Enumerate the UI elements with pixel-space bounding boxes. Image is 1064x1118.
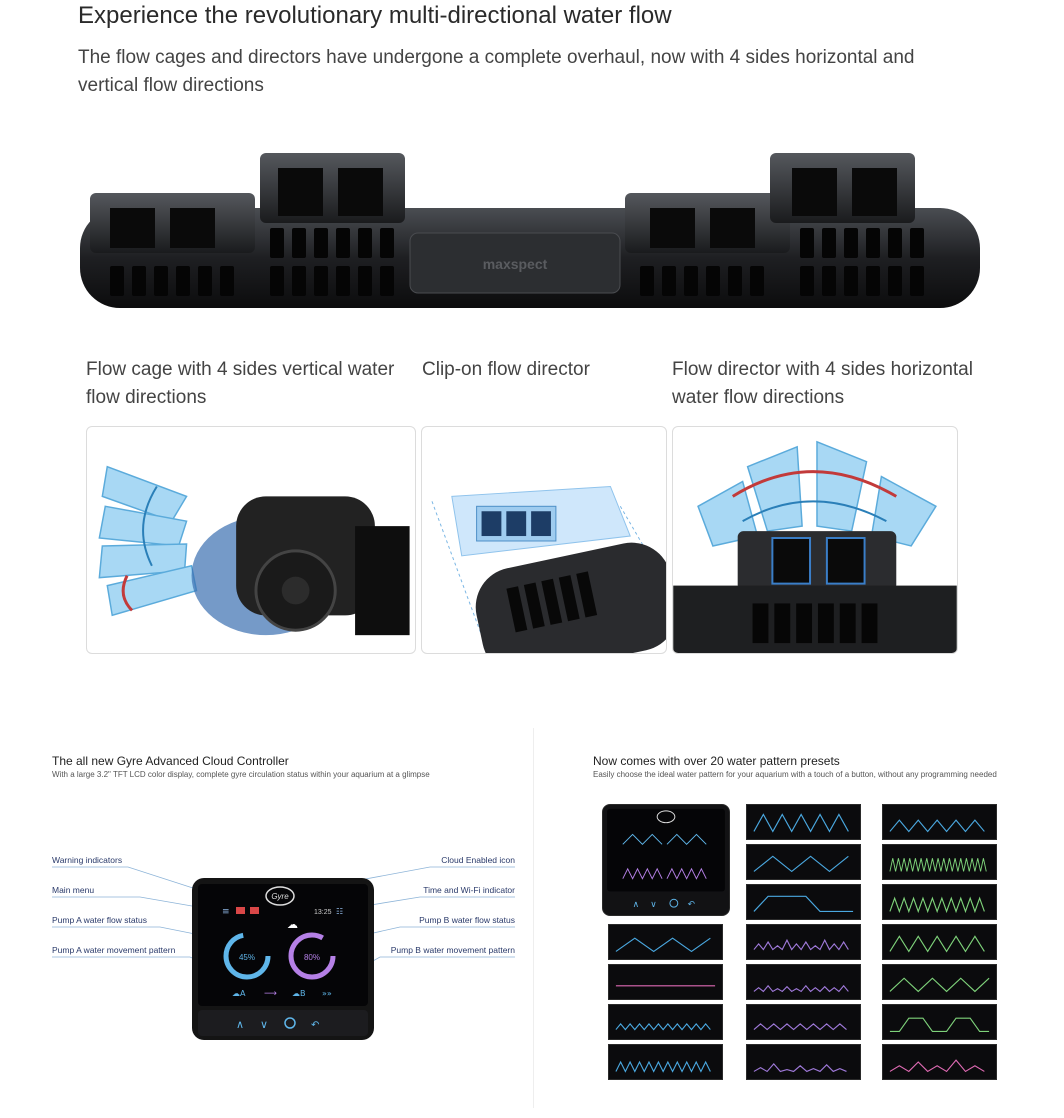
wifi-icon: ☷ [336, 907, 343, 916]
callout-warning-indicators: Warning indicators [52, 855, 123, 865]
cloud-icon: ☁ [287, 918, 298, 931]
callout-pump-b-pattern: Pump B water movement pattern [390, 945, 515, 955]
pattern-tile[interactable] [608, 1044, 723, 1080]
callout-time-wifi: Time and Wi-Fi indicator [423, 885, 515, 895]
callout-main-menu: Main menu [52, 885, 95, 895]
pattern-tile[interactable] [882, 844, 997, 880]
pump-b-percent: 80% [304, 953, 320, 962]
down-button[interactable]: ∨ [260, 1018, 268, 1031]
hero-title: Experience the revolutionary multi-direc… [78, 2, 672, 29]
svg-text:∧: ∧ [633, 900, 639, 910]
callout-pump-a-flow: Pump A water flow status [52, 915, 147, 925]
pattern-tile[interactable] [882, 884, 997, 920]
pattern-tile[interactable] [882, 924, 997, 960]
screen-time: 13:25 [314, 909, 332, 916]
pump-a-pattern-icon: ☁A [232, 989, 246, 998]
pattern-tile[interactable] [746, 804, 861, 840]
menu-icon[interactable]: ≡ [222, 907, 230, 917]
callout-pump-b-flow: Pump B water flow status [419, 915, 515, 925]
pattern-tile[interactable] [746, 924, 861, 960]
pattern-chevrons-icon: »» [322, 989, 332, 998]
pattern-tile[interactable] [882, 1004, 997, 1040]
pattern-tile[interactable] [746, 1004, 861, 1040]
pattern-tile[interactable] [608, 964, 723, 1000]
pattern-tile[interactable] [608, 1004, 723, 1040]
pattern-tile[interactable] [608, 924, 723, 960]
callout-pump-a-pattern: Pump A water movement pattern [52, 945, 176, 955]
pattern-tile[interactable] [882, 964, 997, 1000]
pattern-tile[interactable] [746, 884, 861, 920]
up-button[interactable]: ∧ [236, 1018, 244, 1031]
feature-image-flow-director [672, 426, 958, 654]
ok-button[interactable] [284, 1017, 296, 1029]
pattern-tile[interactable] [882, 804, 997, 840]
svg-text:↶: ↶ [688, 900, 696, 910]
feature-image-flow-cage [86, 426, 416, 654]
mini-controller: ∧ ∨ ↶ [602, 804, 730, 916]
pump-a-percent: 45% [239, 953, 255, 962]
pattern-arrow-icon: ⟶ [264, 989, 277, 999]
hero-subtitle: The flow cages and directors have underg… [78, 47, 915, 96]
screen-logo: Gyre [271, 892, 289, 901]
feature-label-clip-on: Clip-on flow director [422, 359, 590, 380]
pattern-tile[interactable] [746, 1044, 861, 1080]
gyre-pump-image: maxspect [80, 148, 980, 318]
controller-device: Gyre ≡ 13:25 ☷ ☁ 45% 80% ☁A ⟶ ☁B »» ∧ ∨ … [192, 878, 374, 1040]
callout-cloud-enabled: Cloud Enabled icon [441, 855, 515, 865]
back-button[interactable]: ↶ [311, 1020, 319, 1031]
warning-icon [236, 907, 245, 914]
feature-image-clip-on [421, 426, 667, 654]
pump-brand-label: maxspect [483, 256, 548, 272]
controller-title: The all new Gyre Advanced Cloud Controll… [52, 754, 289, 768]
svg-text:∨: ∨ [650, 900, 656, 910]
section-divider [533, 728, 534, 1108]
pattern-tile[interactable] [746, 844, 861, 880]
feature-label-flow-director: Flow director with 4 sides horizontal wa… [672, 359, 973, 408]
patterns-title: Now comes with over 20 water pattern pre… [593, 754, 840, 768]
warning-icon-2 [250, 907, 259, 914]
feature-label-flow-cage: Flow cage with 4 sides vertical water fl… [86, 359, 395, 408]
pattern-tile[interactable] [882, 1044, 997, 1080]
pattern-tile[interactable] [746, 964, 861, 1000]
patterns-subtitle: Easily choose the ideal water pattern fo… [593, 770, 997, 779]
controller-subtitle: With a large 3.2" TFT LCD color display,… [52, 770, 430, 779]
pump-b-pattern-icon: ☁B [292, 989, 306, 998]
